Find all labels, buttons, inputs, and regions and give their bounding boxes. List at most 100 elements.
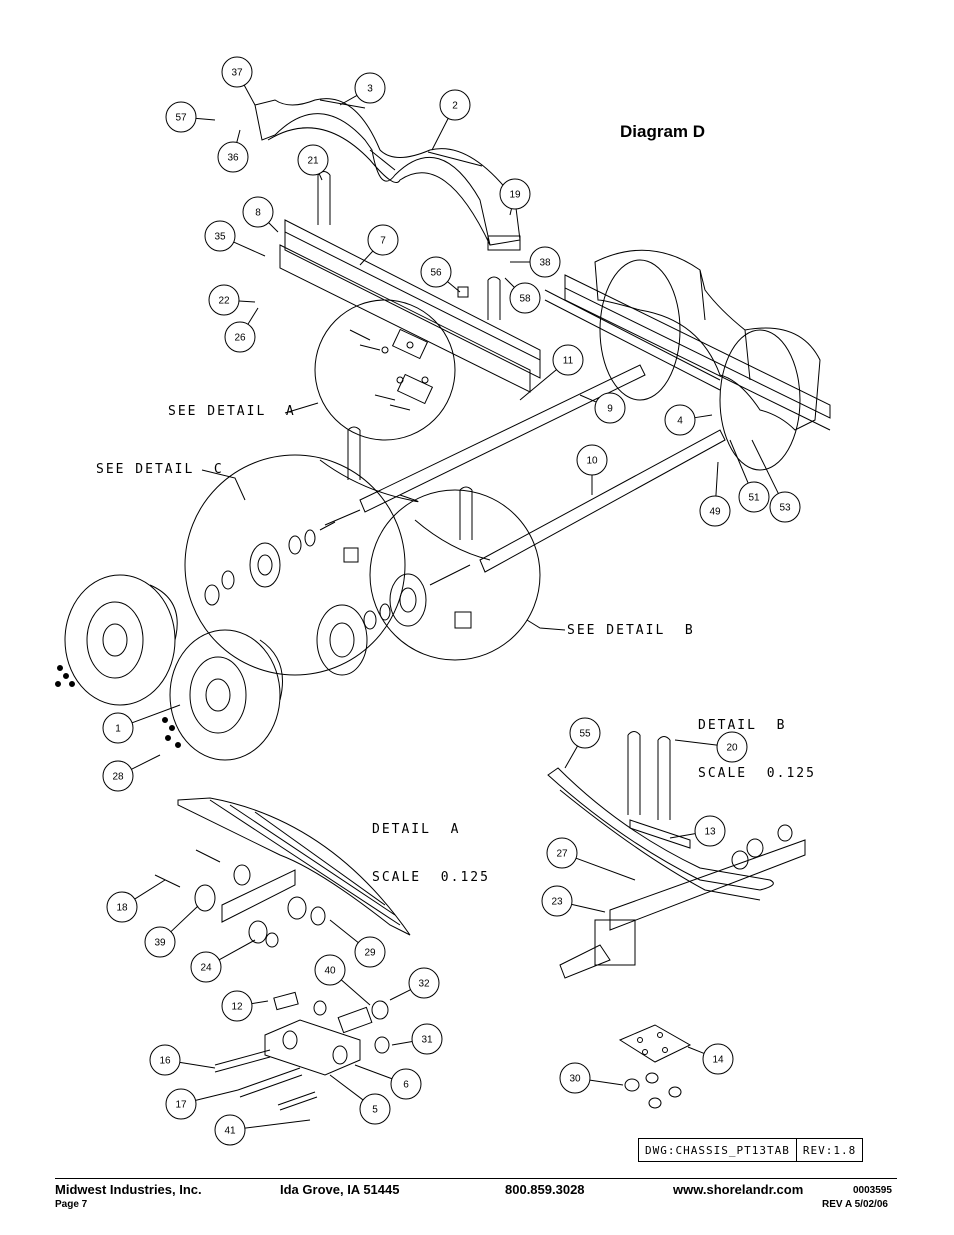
callout-bubble xyxy=(420,256,452,288)
footer-doc-number: 0003595 xyxy=(853,1185,892,1196)
callout-leader-line xyxy=(244,1119,311,1129)
callout-bubble xyxy=(217,141,249,173)
callout-28[interactable]: 28 xyxy=(102,754,161,792)
callout-14[interactable]: 14 xyxy=(687,1043,734,1075)
detail-a-circle xyxy=(314,299,456,441)
frame-rails xyxy=(279,219,831,431)
callout-32[interactable]: 32 xyxy=(389,967,440,1001)
callout-bubble xyxy=(541,885,573,917)
callout-leader-line xyxy=(674,739,718,746)
callout-number: 4 xyxy=(677,416,683,427)
callout-bubble xyxy=(354,72,386,104)
lug-nuts[interactable] xyxy=(55,665,181,748)
callout-11[interactable]: 11 xyxy=(519,344,584,401)
callout-leader-line xyxy=(195,117,216,121)
callout-1[interactable]: 1 xyxy=(102,704,181,744)
callout-leader-line xyxy=(318,173,323,181)
callout-leader-line xyxy=(238,300,256,303)
callout-40[interactable]: 40 xyxy=(314,954,371,1006)
callout-7[interactable]: 7 xyxy=(359,224,399,266)
callout-leader-line xyxy=(751,439,779,494)
callout-bubble xyxy=(314,954,346,986)
callout-leader-line xyxy=(218,939,256,961)
callout-41[interactable]: 41 xyxy=(214,1114,311,1146)
callout-number: 7 xyxy=(380,236,386,247)
callout-58[interactable]: 58 xyxy=(504,277,541,314)
callout-56[interactable]: 56 xyxy=(420,256,461,293)
callout-30[interactable]: 30 xyxy=(559,1062,624,1094)
callout-39[interactable]: 39 xyxy=(144,905,199,958)
callout-3[interactable]: 3 xyxy=(339,72,386,106)
callout-4[interactable]: 4 xyxy=(664,404,713,436)
see-detail-b-label: SEE DETAIL B xyxy=(567,623,695,638)
callout-38[interactable]: 38 xyxy=(510,246,561,278)
callout-number: 21 xyxy=(307,156,319,167)
callout-bubble xyxy=(102,712,134,744)
callout-19[interactable]: 19 xyxy=(499,178,531,216)
callout-leader-line xyxy=(233,241,266,257)
callout-23[interactable]: 23 xyxy=(541,885,606,917)
callout-37[interactable]: 37 xyxy=(221,56,256,106)
detail-arrows xyxy=(201,402,566,631)
callout-number: 10 xyxy=(586,456,598,467)
callout-29[interactable]: 29 xyxy=(329,919,386,968)
callout-13[interactable]: 13 xyxy=(669,815,726,847)
callout-16[interactable]: 16 xyxy=(149,1044,216,1076)
callout-leader-line xyxy=(243,84,256,106)
callout-number: 26 xyxy=(234,333,246,344)
callout-bubble xyxy=(149,1044,181,1076)
callout-bubble xyxy=(165,101,197,133)
callout-55[interactable]: 55 xyxy=(564,717,601,769)
callout-6[interactable]: 6 xyxy=(354,1064,422,1100)
detail-c-circle xyxy=(184,454,406,676)
see-detail-c-label: SEE DETAIL C xyxy=(96,462,224,477)
callout-12[interactable]: 12 xyxy=(221,990,269,1022)
callout-57[interactable]: 57 xyxy=(165,101,216,133)
callout-2[interactable]: 2 xyxy=(431,89,471,151)
detail-a-title: DETAIL A xyxy=(372,822,461,837)
callout-leader-line xyxy=(354,1064,393,1080)
callout-51[interactable]: 51 xyxy=(729,439,770,513)
callout-8[interactable]: 8 xyxy=(242,196,279,233)
callout-number: 5 xyxy=(372,1105,378,1116)
callout-5[interactable]: 5 xyxy=(329,1074,391,1125)
callout-22[interactable]: 22 xyxy=(208,284,256,316)
callout-53[interactable]: 53 xyxy=(751,439,801,523)
callout-bubble xyxy=(208,284,240,316)
callout-31[interactable]: 31 xyxy=(391,1023,443,1055)
callout-49[interactable]: 49 xyxy=(699,461,731,527)
callout-bubble xyxy=(144,926,176,958)
detail-b-heading: DETAIL B SCALE 0.125 xyxy=(698,686,816,798)
callout-20[interactable]: 20 xyxy=(674,731,748,763)
callout-bubble xyxy=(102,760,134,792)
detail-a-scale: SCALE 0.125 xyxy=(372,870,490,885)
callout-35[interactable]: 35 xyxy=(204,220,266,257)
callout-17[interactable]: 17 xyxy=(165,1088,239,1120)
callout-bubble xyxy=(769,491,801,523)
brake-assembly xyxy=(389,564,472,629)
callout-number: 3 xyxy=(367,84,373,95)
callout-leader-line xyxy=(589,1079,624,1086)
callout-leader-line xyxy=(359,250,374,266)
callout-10[interactable]: 10 xyxy=(576,444,608,495)
callout-leader-line xyxy=(504,277,515,288)
callout-leader-line xyxy=(179,1061,216,1069)
callout-number: 14 xyxy=(712,1055,724,1066)
callout-number: 37 xyxy=(231,68,243,79)
callout-21[interactable]: 21 xyxy=(297,144,329,181)
callout-leader-line xyxy=(134,879,166,900)
callout-bubble xyxy=(214,1114,246,1146)
callout-36[interactable]: 36 xyxy=(217,129,249,173)
callout-leader-line xyxy=(579,394,597,403)
callout-27[interactable]: 27 xyxy=(546,837,636,881)
callout-24[interactable]: 24 xyxy=(190,939,256,983)
callout-number: 53 xyxy=(779,503,791,514)
callout-leader-line xyxy=(195,1089,239,1101)
callout-26[interactable]: 26 xyxy=(224,307,259,353)
callout-leader-line xyxy=(329,1074,364,1101)
footer-website[interactable]: www.shorelandr.com xyxy=(673,1182,804,1197)
callout-18[interactable]: 18 xyxy=(106,879,166,923)
callout-9[interactable]: 9 xyxy=(579,392,626,424)
callout-bubble xyxy=(390,1068,422,1100)
